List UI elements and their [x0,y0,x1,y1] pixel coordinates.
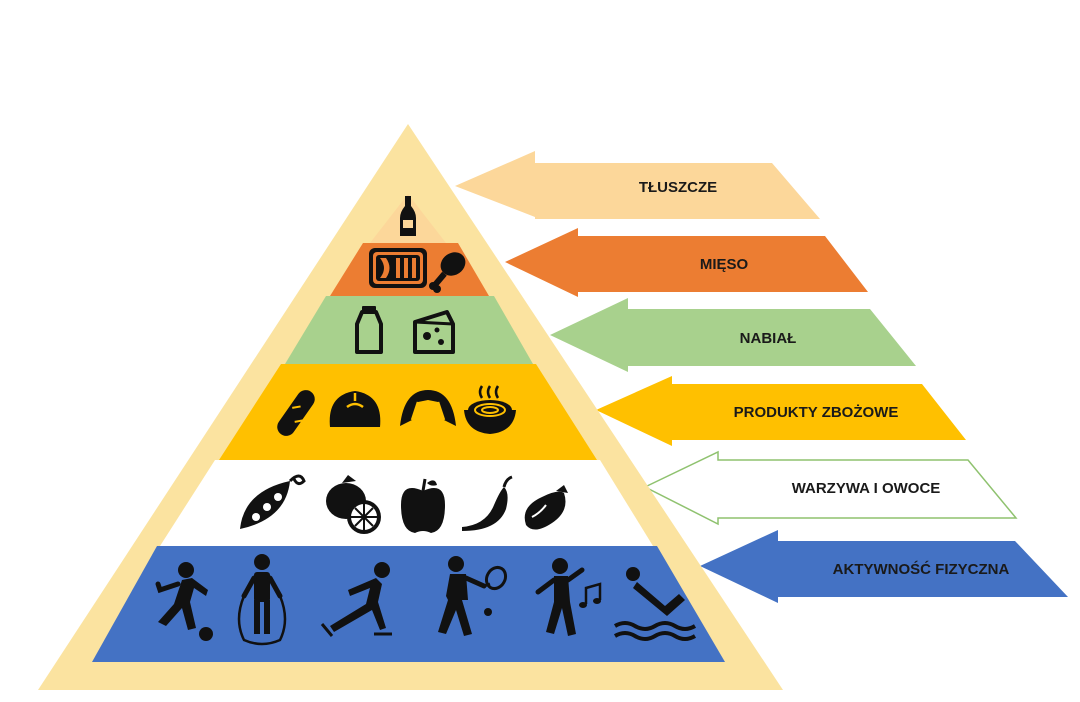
chicken-leg-icon [429,252,466,293]
baguette-icon [277,390,315,436]
arrow-produce-label: WARZYWA I OWOCE [792,480,941,497]
dancer-icon [535,558,602,636]
arrow-meat: MIĘSO [505,228,868,297]
arrow-dairy-label: NABIAŁ [740,330,797,347]
arrow-dairy-shape [550,298,916,372]
chili-icon [462,475,513,531]
skater-icon [320,562,392,637]
arrow-activity: AKTYWNOŚĆ FIZYCZNA [700,530,1068,603]
arrow-produce: WARZYWA I OWOCE [643,450,1018,526]
arrow-fats-shape [455,151,820,219]
arrow-meat-label: MIĘSO [700,256,749,273]
bottle-icon [400,196,416,236]
pea-pod-icon [240,474,306,529]
croissant-icon [400,390,456,426]
milk-bottle-icon [355,306,383,354]
arrow-activity-shape [700,530,1068,603]
arrow-grains-shape [596,376,966,446]
arrow-grains-label: PRODUKTY ZBOŻOWE [734,404,899,421]
arrow-dairy: NABIAŁ [550,298,916,372]
apple-icon [401,478,445,533]
eggplant-icon [524,485,568,530]
tennis-player-icon [438,556,508,636]
fish-tin-icon [369,248,427,288]
arrow-fats-label: TŁUSZCZE [639,179,717,196]
jump-rope-icon [237,554,287,646]
cheese-icon [413,310,455,354]
bun-icon [329,391,381,427]
football-player-icon [155,562,213,641]
arrow-produce-shape [643,450,1018,526]
arrow-fats: TŁUSZCZE [455,151,820,219]
arrow-grains: PRODUKTY ZBOŻOWE [596,376,966,446]
lemon-icon [326,475,381,534]
swimmer-icon [613,567,697,641]
arrow-meat-shape [505,228,868,297]
tier-activity [92,546,725,662]
pasta-bowl-icon [464,385,516,434]
arrow-activity-label: AKTYWNOŚĆ FIZYCZNA [833,560,1010,578]
tier-dairy [285,296,533,364]
